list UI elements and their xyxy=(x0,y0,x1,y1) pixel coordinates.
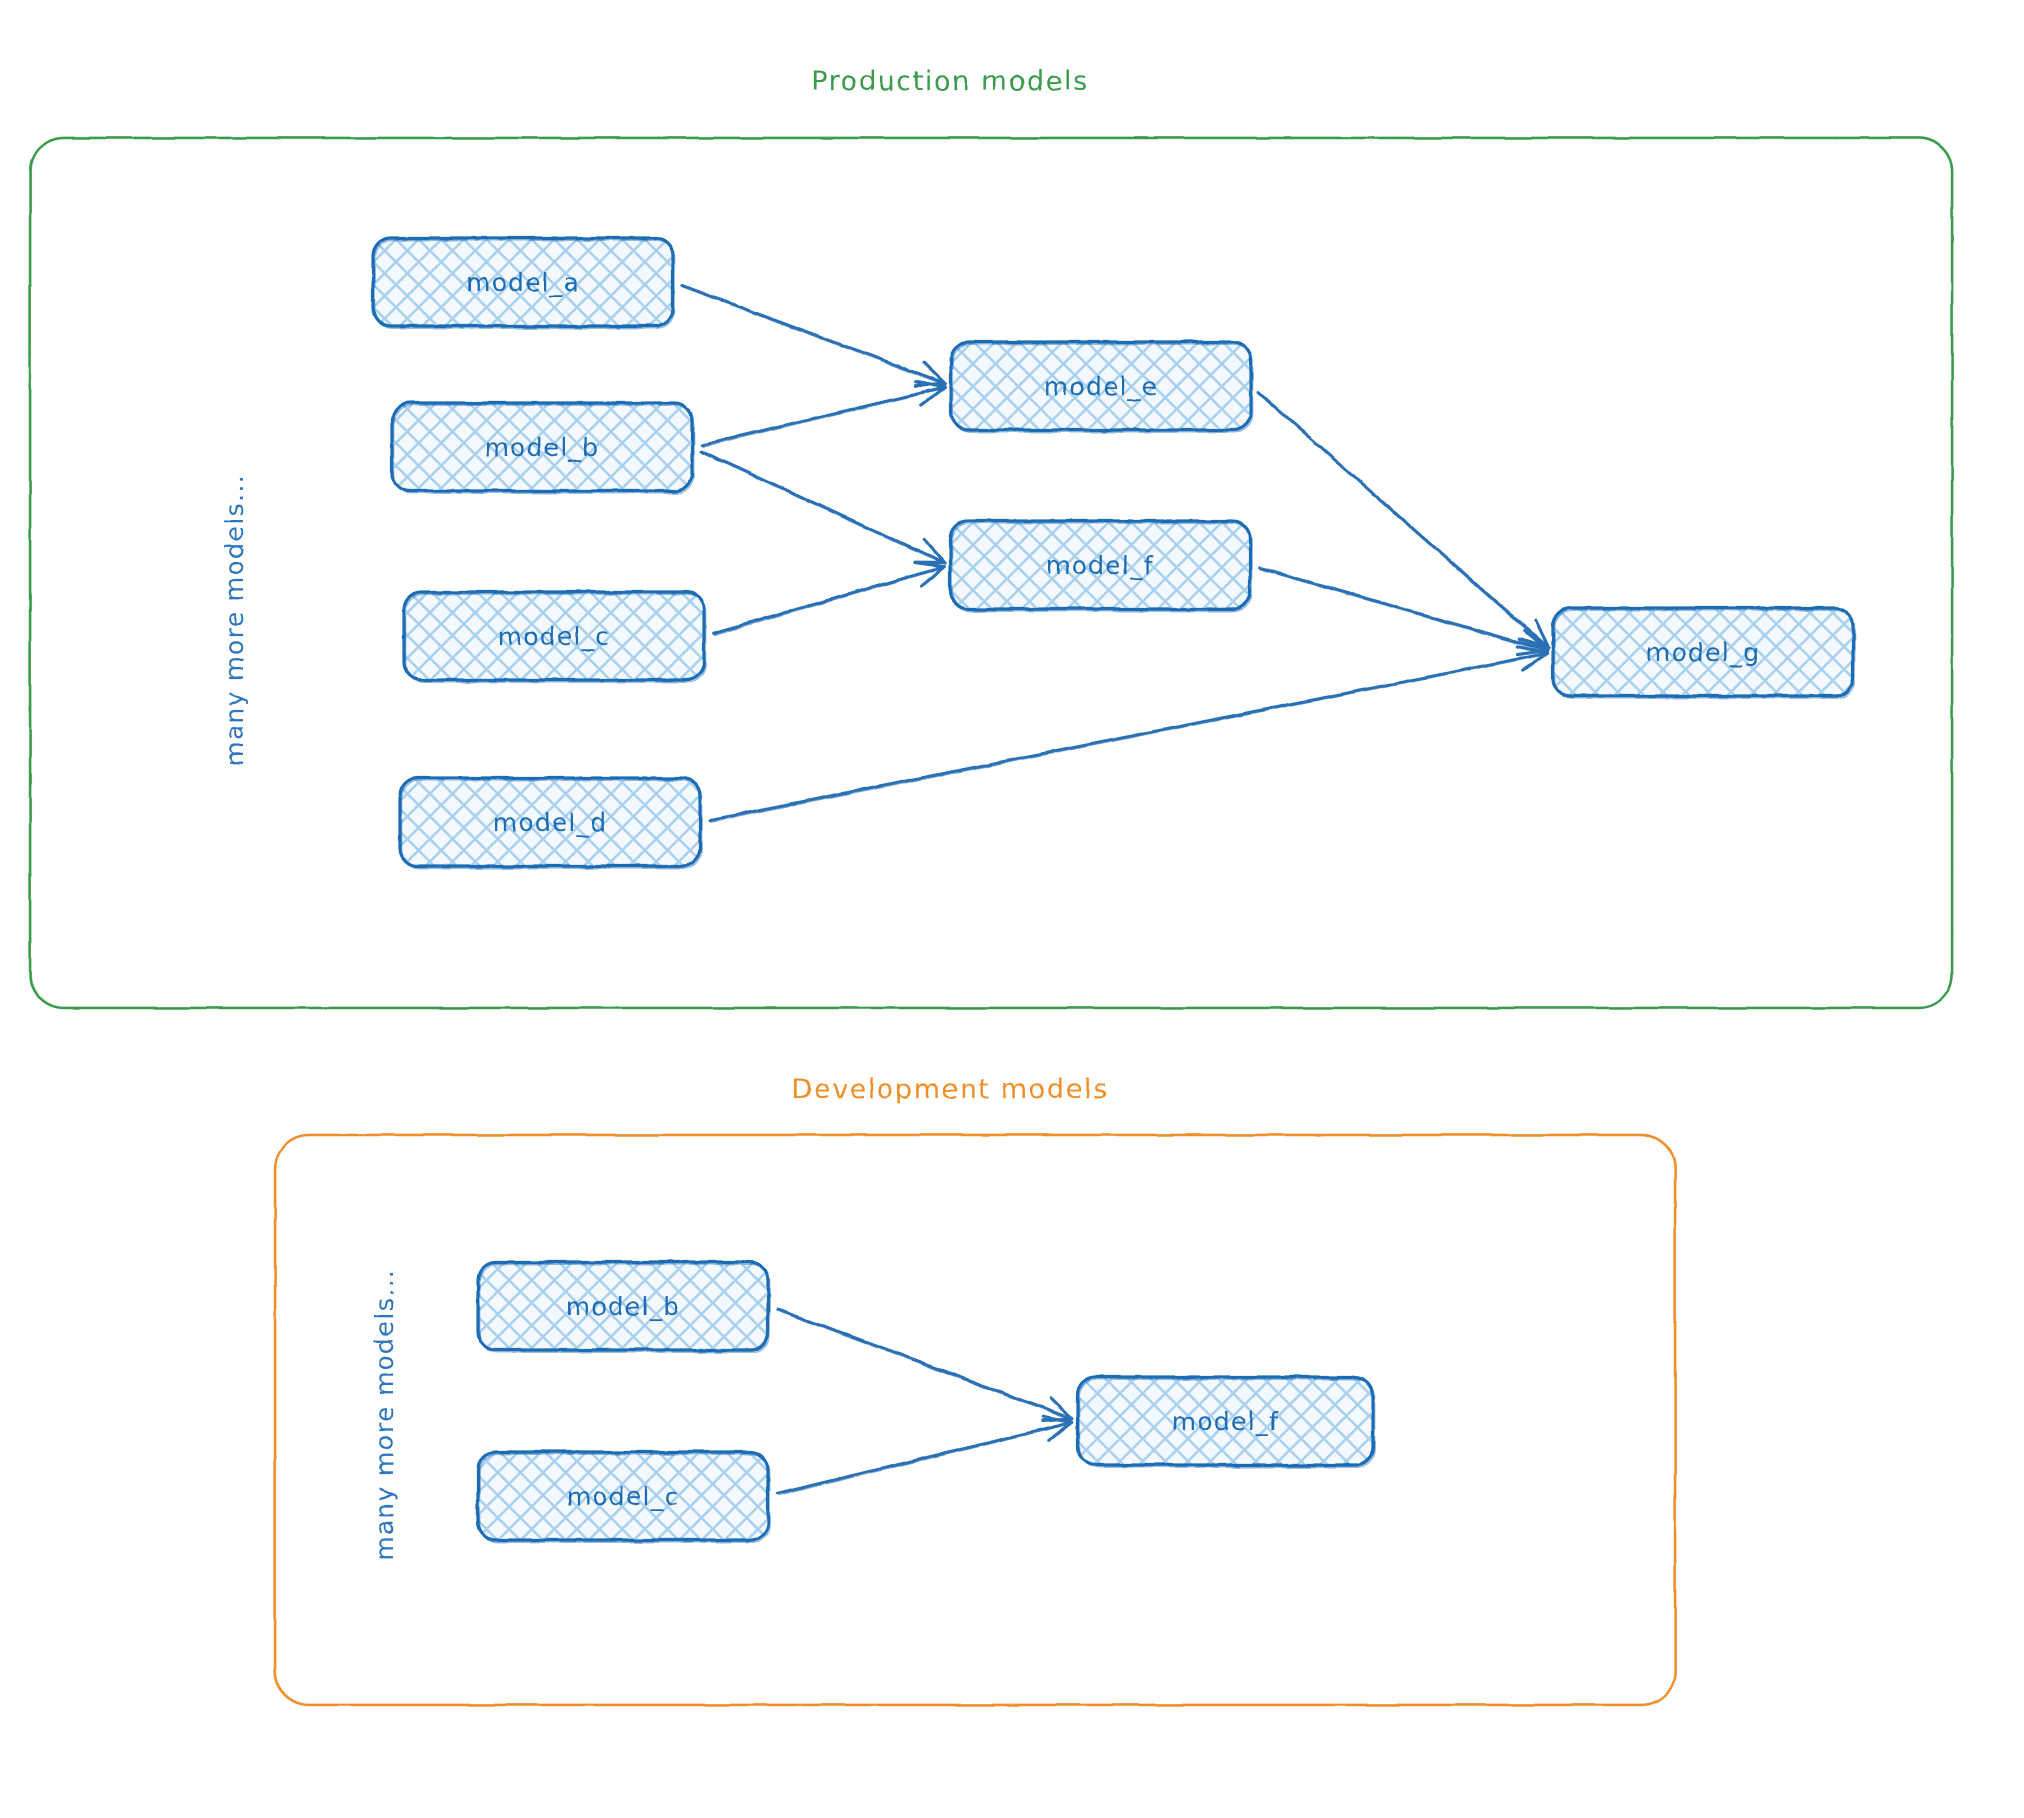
node-fill xyxy=(1078,1377,1373,1465)
side-label-production: many more models... xyxy=(220,474,249,766)
node-label: model_b xyxy=(485,433,600,462)
node-label: model_e xyxy=(1044,372,1158,401)
node-border-second-pass xyxy=(400,779,703,870)
edge-dev_model_b-to-dev_model_f xyxy=(775,1307,1074,1423)
node-prod_model_d[interactable]: model_d xyxy=(398,776,703,870)
node-border xyxy=(371,236,675,328)
node-dev_model_f[interactable]: model_f xyxy=(1076,1375,1376,1468)
node-border-second-pass xyxy=(478,1263,771,1353)
node-label: model_a xyxy=(466,268,580,297)
edge-dev_model_c-to-dev_model_f xyxy=(776,1415,1074,1497)
node-border xyxy=(476,1450,770,1542)
node-label: model_c xyxy=(498,622,611,651)
edge-prod_model_c-to-prod_model_f xyxy=(712,560,946,636)
node-label: model_g xyxy=(1646,638,1761,667)
edge-prod_model_f-to-prod_model_g xyxy=(1258,566,1549,657)
node-border xyxy=(948,519,1252,611)
node-border xyxy=(1551,606,1855,698)
node-dev_model_c[interactable]: model_c xyxy=(476,1450,771,1543)
edge-prod_model_b-to-prod_model_e xyxy=(700,380,947,448)
node-border xyxy=(1076,1375,1375,1467)
node-border xyxy=(390,401,694,493)
node-fill xyxy=(404,592,704,680)
group-title-production: Production models xyxy=(811,66,1089,97)
node-border-second-pass xyxy=(373,239,676,329)
edge-prod_model_a-to-prod_model_e xyxy=(680,284,947,388)
node-label: model_c xyxy=(567,1482,680,1511)
node-fill xyxy=(392,403,692,491)
node-prod_model_a[interactable]: model_a xyxy=(371,236,676,329)
node-border xyxy=(476,1260,770,1352)
edge-prod_model_d-to-prod_model_g xyxy=(708,644,1549,823)
node-border-second-pass xyxy=(950,522,1253,613)
node-border-second-pass xyxy=(478,1453,771,1543)
node-prod_model_e[interactable]: model_e xyxy=(949,340,1254,434)
node-fill xyxy=(400,778,700,866)
node-fill xyxy=(478,1452,768,1540)
node-dev_model_b[interactable]: model_b xyxy=(476,1260,771,1353)
node-border-second-pass xyxy=(404,593,707,684)
node-label: model_f xyxy=(1046,551,1154,580)
edge-prod_model_e-to-prod_model_g xyxy=(1257,391,1551,651)
node-prod_model_f[interactable]: model_f xyxy=(948,519,1253,613)
node-fill xyxy=(478,1262,768,1350)
node-fill xyxy=(951,342,1251,430)
group-title-development: Development models xyxy=(791,1074,1108,1105)
side-label-development: many more models... xyxy=(370,1269,399,1561)
edge-prod_model_b-to-prod_model_f xyxy=(699,449,947,565)
node-border-second-pass xyxy=(951,343,1254,434)
node-border xyxy=(398,776,702,868)
node-label: model_f xyxy=(1172,1407,1280,1436)
node-label: model_b xyxy=(566,1292,681,1321)
group-container-development xyxy=(273,1133,1677,1707)
node-fill xyxy=(1553,608,1853,696)
node-prod_model_g[interactable]: model_g xyxy=(1551,606,1856,700)
node-label: model_d xyxy=(493,808,608,837)
group-container-production xyxy=(28,136,1954,1010)
node-border xyxy=(949,340,1253,432)
node-border-second-pass xyxy=(1553,609,1856,700)
node-border xyxy=(402,590,706,682)
node-prod_model_b[interactable]: model_b xyxy=(390,401,695,495)
node-fill xyxy=(950,521,1250,609)
node-border-second-pass xyxy=(1078,1378,1376,1468)
node-prod_model_c[interactable]: model_c xyxy=(402,590,707,684)
node-border-second-pass xyxy=(392,404,695,495)
node-fill xyxy=(373,238,673,326)
